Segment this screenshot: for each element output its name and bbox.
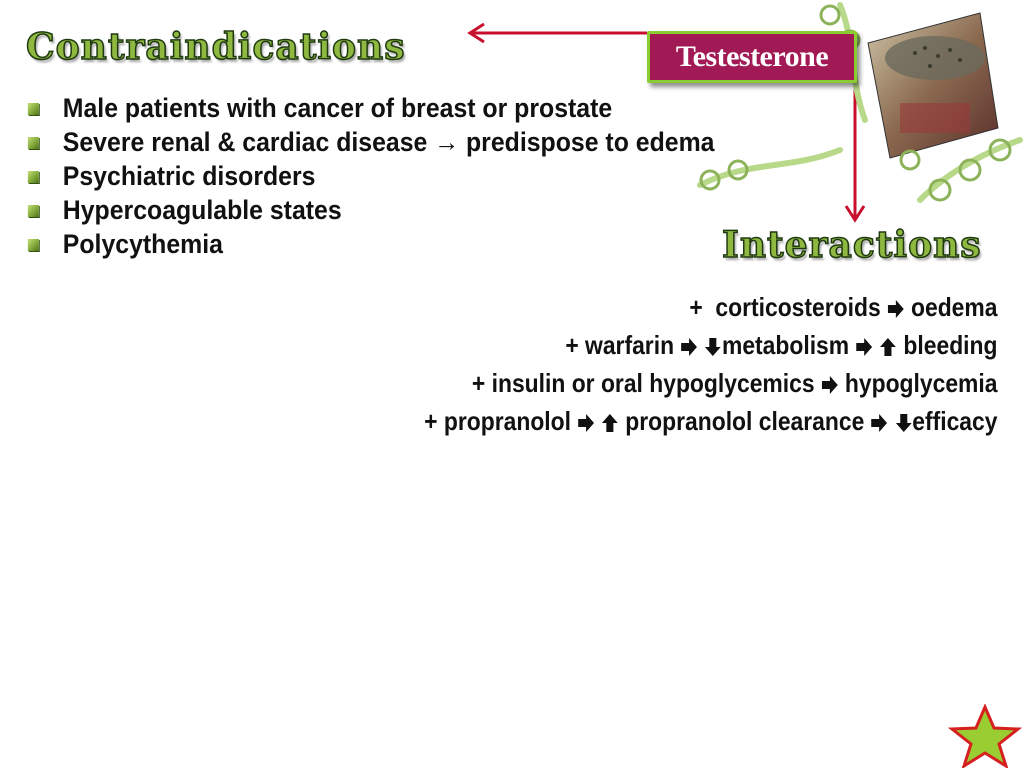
interaction-line: + warfarin metabolism bleeding (424, 326, 997, 364)
drug-name-box: Testesterone (647, 31, 857, 83)
interaction-text: efficacy (911, 406, 997, 436)
square-bullet-icon (27, 239, 39, 251)
list-item-text: Polycythemia (62, 229, 223, 259)
right-arrow-icon (680, 338, 697, 357)
interaction-text: metabolism (721, 330, 856, 360)
up-arrow-icon (601, 414, 618, 433)
list-item-text: Male patients with cancer of breast or p… (62, 93, 613, 123)
interaction-line: + insulin or oral hypoglycemics hypoglyc… (424, 364, 997, 402)
interaction-text: + insulin or oral hypoglycemics (471, 368, 821, 398)
right-arrow-icon (821, 376, 838, 395)
interaction-text: + corticosteroids (688, 292, 887, 322)
list-item: Hypercoagulable states (26, 193, 714, 227)
interaction-text: propranolol clearance (618, 406, 871, 436)
contraindications-title: Contraindications (25, 25, 406, 69)
interactions-list: + corticosteroids oedema + warfarin meta… (346, 288, 997, 440)
interaction-text (873, 330, 879, 360)
interaction-text: oedema (904, 292, 997, 322)
list-item: Psychiatric disorders (26, 159, 714, 193)
interaction-text (888, 406, 894, 436)
list-item-text: Severe renal & cardiac disease → predisp… (62, 127, 715, 157)
drug-image (867, 12, 999, 159)
interaction-line: + corticosteroids oedema (424, 288, 997, 326)
interaction-line: + propranolol propranolol clearance effi… (424, 402, 997, 440)
square-bullet-icon (27, 205, 39, 217)
list-item-text: Psychiatric disorders (62, 161, 316, 191)
interactions-title: Interactions (721, 223, 982, 267)
list-item: Severe renal & cardiac disease → predisp… (26, 125, 714, 159)
square-bullet-icon (27, 137, 39, 149)
up-arrow-icon (879, 338, 896, 357)
interaction-text (594, 406, 600, 436)
right-arrow-icon (887, 300, 904, 319)
arrow-head-down (844, 205, 866, 223)
square-bullet-icon (27, 171, 39, 183)
vine-decoration (697, 2, 1023, 203)
interaction-text: + warfarin (564, 330, 680, 360)
down-arrow-icon (895, 414, 911, 433)
list-item-text: Hypercoagulable states (62, 195, 342, 225)
interaction-text: bleeding (896, 330, 997, 360)
square-bullet-icon (27, 103, 39, 115)
interaction-text (698, 330, 704, 360)
right-arrow-icon (577, 414, 594, 433)
interaction-text: + propranolol (423, 406, 577, 436)
right-arrow-icon (871, 414, 887, 433)
down-arrow-icon (704, 338, 721, 357)
right-arrow-icon (855, 338, 872, 357)
list-item: Male patients with cancer of breast or p… (26, 91, 714, 125)
contraindications-list: Male patients with cancer of breast or p… (26, 91, 774, 261)
arrow-head-left (467, 22, 485, 44)
interaction-text: hypoglycemia (838, 368, 997, 398)
list-item: Polycythemia (26, 227, 714, 261)
star-icon[interactable] (948, 704, 1022, 768)
